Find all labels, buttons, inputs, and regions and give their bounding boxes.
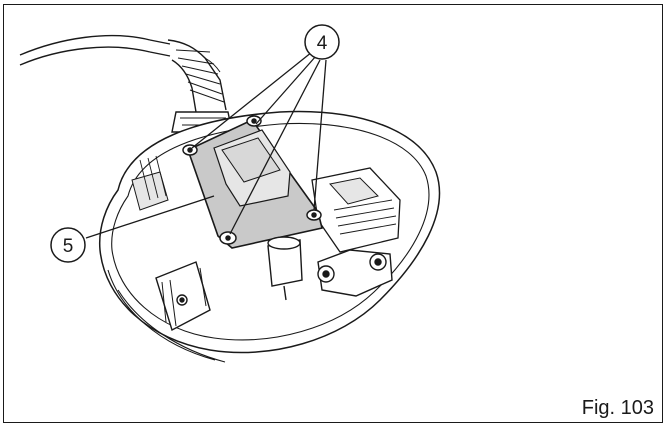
cover-plate xyxy=(187,118,323,249)
callout-4-leaders xyxy=(191,51,327,235)
wiring-harness xyxy=(19,34,233,133)
callout-4-label: 4 xyxy=(317,33,328,54)
bottom-bracket xyxy=(155,261,211,332)
post-and-mount xyxy=(267,236,393,301)
callout-5-leader xyxy=(85,195,215,239)
callout-5-label: 5 xyxy=(63,236,74,257)
callout-5: 5 xyxy=(50,227,86,263)
figure-caption: Fig. 103 xyxy=(581,397,654,419)
callout-4: 4 xyxy=(304,24,340,60)
